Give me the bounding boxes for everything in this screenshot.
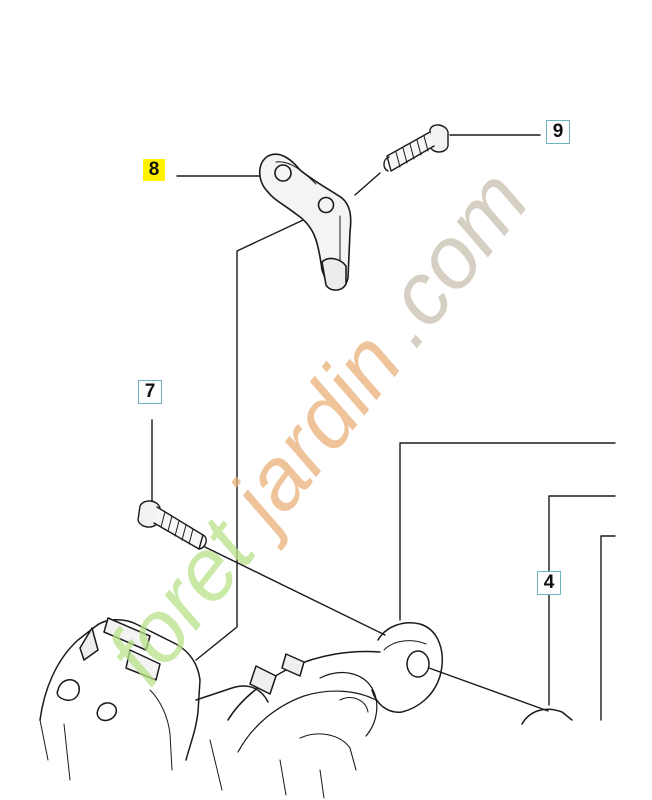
callout-part-9: 9 bbox=[546, 120, 570, 144]
housing-assembly bbox=[39, 617, 573, 799]
bracket-part-8 bbox=[258, 153, 352, 291]
svg-text:.com: .com bbox=[352, 152, 547, 363]
svg-text:foret: foret bbox=[87, 499, 276, 702]
callout-part-8: 8 bbox=[143, 159, 165, 181]
screw-part-9 bbox=[383, 124, 449, 172]
callout-part-4: 4 bbox=[537, 571, 561, 595]
leader-lines bbox=[151, 134, 616, 721]
screw-part-7 bbox=[137, 500, 207, 550]
callout-part-7: 7 bbox=[138, 380, 162, 404]
